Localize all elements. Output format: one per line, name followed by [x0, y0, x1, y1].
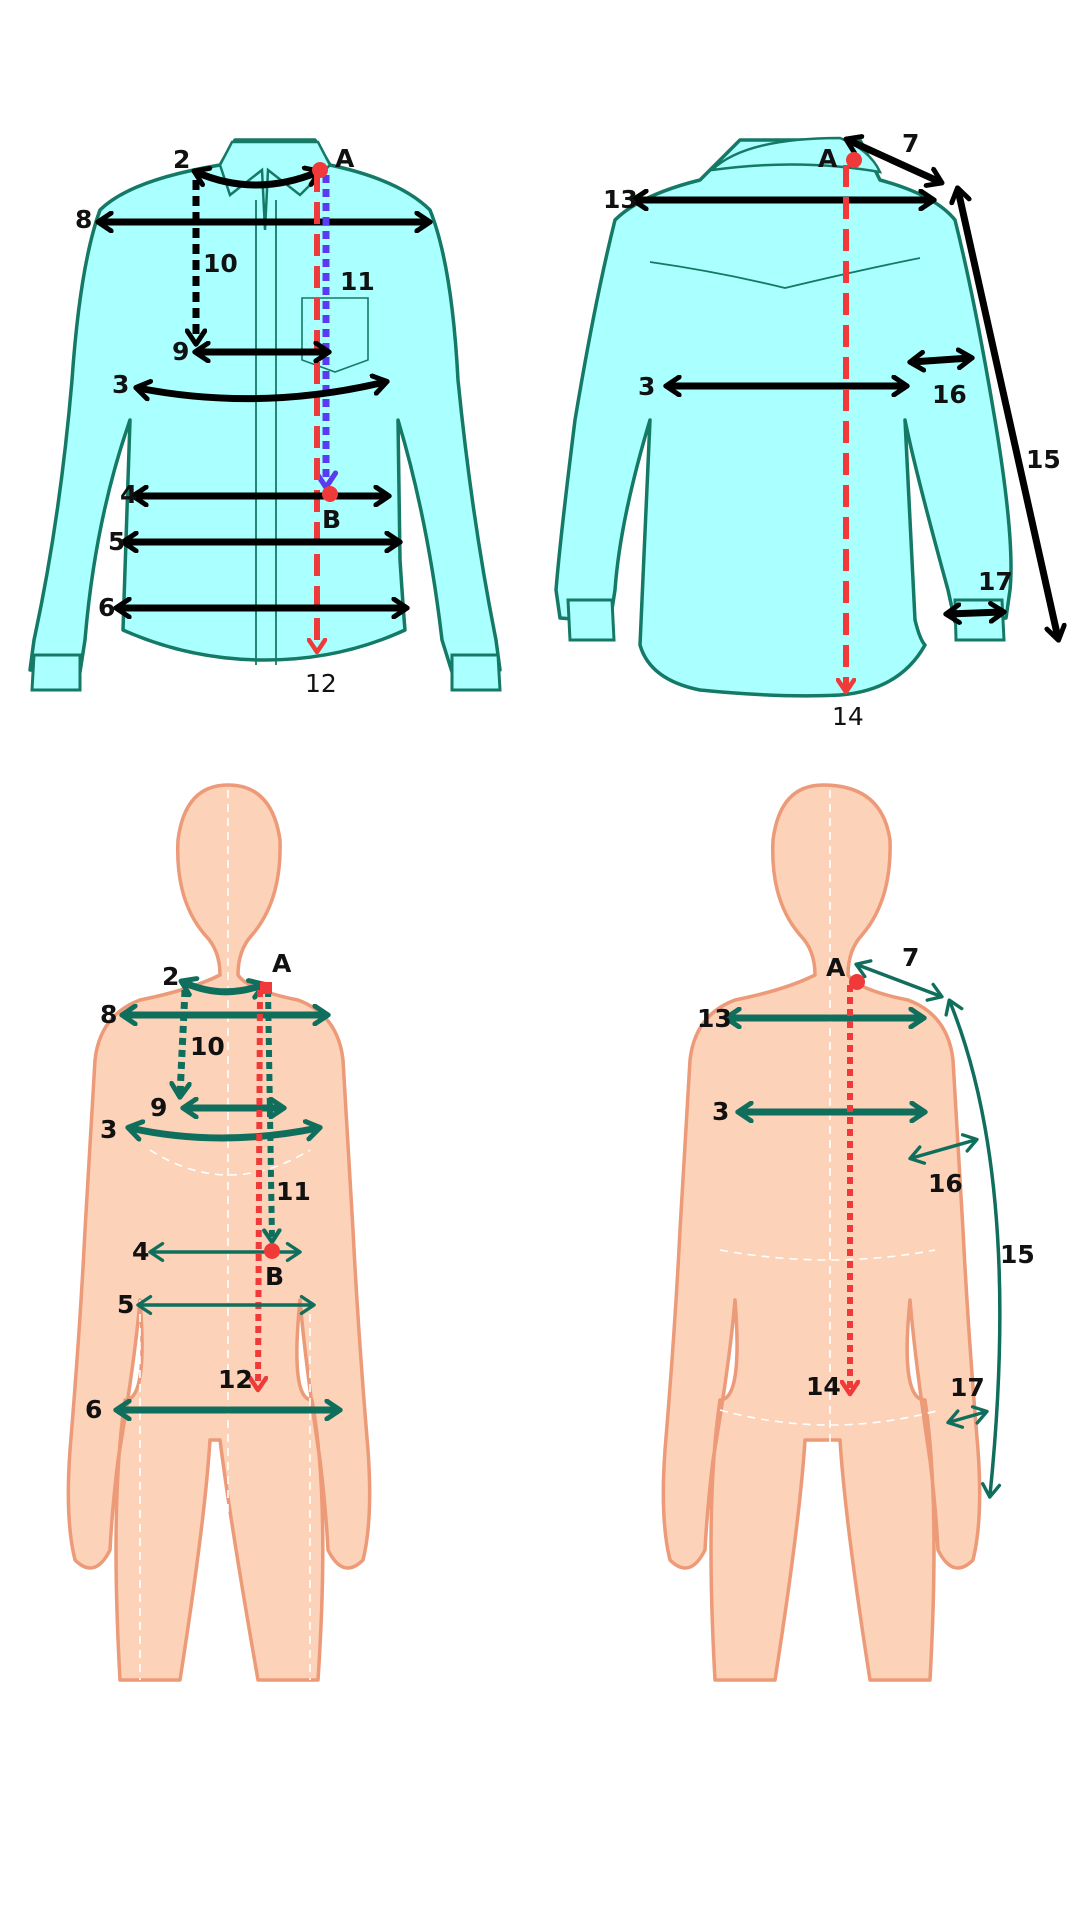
- shirt-back-right-cuff: [953, 598, 1006, 642]
- shirt-back-left-cuff: [566, 598, 616, 642]
- body-front-line-11: [268, 989, 272, 1240]
- body-front-label-b: B: [265, 1262, 284, 1291]
- body-back-label-a: A: [826, 953, 846, 982]
- shirt-back-line-17: [948, 612, 1002, 614]
- body-back-label-15: 15: [1000, 1240, 1035, 1269]
- shirt-back-line-15: [958, 190, 1058, 638]
- body-back-label-13: 13: [697, 1004, 732, 1033]
- shirt-front-point-a: [312, 162, 328, 178]
- shirt-front-label-9: 9: [172, 337, 189, 366]
- shirt-back-line-7: [848, 140, 940, 182]
- shirt-front-label-11: 11: [340, 267, 375, 296]
- shirt-front-line-2: [196, 172, 318, 189]
- body-front-label-11: 11: [276, 1177, 311, 1206]
- body-back-figure: [661, 783, 982, 1682]
- body-front-figure: [66, 783, 372, 1682]
- shirt-back-line-16: [912, 358, 970, 362]
- body-front-line-12: [258, 989, 260, 1388]
- shirt-back-label-17: 17: [978, 567, 1013, 596]
- body-front-label-6: 6: [85, 1395, 102, 1424]
- shirt-front-label-10: 10: [203, 249, 238, 278]
- body-back-label-3: 3: [712, 1097, 729, 1126]
- body-front-line-10: [180, 989, 185, 1095]
- body-back-line-7: [854, 959, 944, 1002]
- shirt-back-yoke: [649, 257, 921, 289]
- body-front-point-a: [260, 982, 272, 994]
- shirt-front-placket: [255, 200, 277, 665]
- shirt-back-panel: A 7 13 3 16 15 17 14: [554, 129, 1061, 731]
- body-front-line-2: [183, 982, 262, 992]
- shirt-back-label-13: 13: [603, 185, 638, 214]
- shirt-front-label-12: 12: [305, 669, 337, 698]
- shirt-front-left-cuff: [30, 653, 82, 692]
- shirt-back-point-a: [846, 152, 862, 168]
- body-front-panel: A B 2 8 10 9 3 11 4 5 12 6: [66, 783, 372, 1682]
- shirt-front-label-b: B: [322, 505, 341, 534]
- body-front-label-4: 4: [132, 1237, 149, 1266]
- shirt-back-label-14: 14: [832, 702, 864, 731]
- body-back-label-14: 14: [806, 1372, 841, 1401]
- body-back-line-15: [944, 998, 1002, 1499]
- shirt-front-label-2: 2: [173, 145, 190, 174]
- shirt-front-right-cuff: [450, 653, 502, 692]
- shirt-back-label-15: 15: [1026, 445, 1061, 474]
- shirt-back-label-a: A: [818, 144, 838, 173]
- shirt-back-label-7: 7: [902, 129, 919, 158]
- body-front-point-b: [264, 1243, 280, 1259]
- body-front-label-9: 9: [150, 1093, 167, 1122]
- shirt-front-label-8: 8: [75, 205, 92, 234]
- body-back-label-7: 7: [902, 943, 919, 972]
- shirt-front-point-b: [322, 486, 338, 502]
- shirt-front-label-3: 3: [112, 370, 129, 399]
- body-front-label-12: 12: [218, 1365, 253, 1394]
- shirt-front-label-a: A: [335, 144, 355, 173]
- shirt-back-body: [554, 138, 1013, 698]
- body-back-label-17: 17: [950, 1373, 985, 1402]
- shirt-back-label-16: 16: [932, 380, 967, 409]
- body-back-line-17: [946, 1405, 989, 1429]
- body-back-point-a: [849, 974, 865, 990]
- body-front-line-3: [130, 1128, 318, 1138]
- body-front-label-10: 10: [190, 1032, 225, 1061]
- shirt-front-panel: A B 2 8 10 11 9 3 4 5 6 12: [28, 138, 502, 698]
- body-front-label-3: 3: [100, 1115, 117, 1144]
- body-front-label-8: 8: [100, 1000, 117, 1029]
- body-front-label-a: A: [272, 949, 292, 978]
- shirt-front-line-3: [138, 382, 385, 403]
- body-back-guides: [719, 790, 941, 1680]
- body-front-label-5: 5: [117, 1290, 134, 1319]
- body-front-label-2: 2: [162, 962, 179, 991]
- shirt-front-label-5: 5: [108, 527, 125, 556]
- shirt-back-label-3: 3: [638, 372, 655, 401]
- shirt-front-label-4: 4: [120, 480, 137, 509]
- body-back-panel: A 7 13 3 16 15 14 17: [661, 783, 1035, 1682]
- body-back-label-16: 16: [928, 1169, 963, 1198]
- shirt-front-label-6: 6: [98, 593, 115, 622]
